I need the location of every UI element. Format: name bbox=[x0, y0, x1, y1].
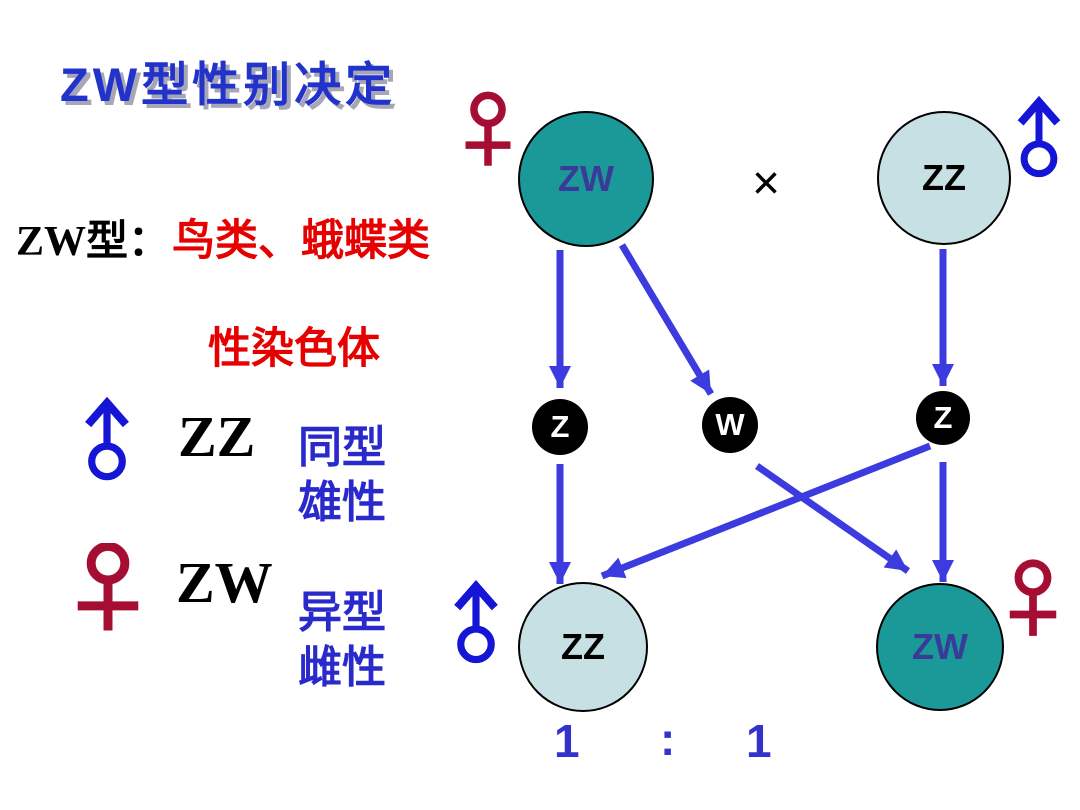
male-trait-line1: 同型 bbox=[298, 423, 386, 472]
zw-type-line: ZW型： 鸟类、蛾蝶类 bbox=[16, 206, 430, 268]
offspring-right-female-icon bbox=[1002, 556, 1064, 644]
ratio-separator: : bbox=[660, 713, 676, 765]
gamete-z2-label: Z bbox=[933, 400, 953, 435]
cross-symbol: × bbox=[752, 157, 781, 210]
father-male-icon bbox=[1012, 94, 1066, 178]
arrow-gamete-w-to-offspring-zw bbox=[755, 463, 910, 574]
zw-type-species: 鸟类、蛾蝶类 bbox=[172, 218, 431, 265]
arrow-mother-to-gamete-w bbox=[618, 243, 715, 396]
female-traits: 异型 雌性 bbox=[298, 585, 386, 695]
offspring-left-circle: ZZ bbox=[518, 582, 648, 712]
zw-type-label: ZW型： bbox=[16, 219, 171, 265]
offspring-right-circle: ZW bbox=[876, 583, 1004, 711]
gamete-z-from-mother: Z bbox=[532, 399, 588, 455]
male-trait-line2: 雄性 bbox=[298, 478, 386, 527]
offspring-left-genotype-label: ZZ bbox=[561, 626, 605, 667]
arrow-father-gamete-z-to-offspring-zz bbox=[600, 442, 932, 580]
sex-chromosome-label: 性染色体 bbox=[208, 326, 380, 373]
offspring-right-genotype-label: ZW bbox=[912, 626, 968, 667]
page-title: ZW型性别决定 bbox=[60, 58, 397, 111]
gamete-z-from-father: Z bbox=[916, 391, 970, 445]
offspring-left-male-icon bbox=[448, 578, 504, 664]
male-genotype-label: ZZ bbox=[178, 404, 256, 469]
mother-female-icon bbox=[458, 86, 518, 176]
ratio-right-value: 1 bbox=[746, 715, 772, 767]
female-genotype-label: ZW bbox=[176, 550, 273, 615]
ratio-left-value: 1 bbox=[554, 715, 580, 767]
female-symbol-icon bbox=[72, 543, 144, 635]
male-traits: 同型 雄性 bbox=[298, 420, 386, 530]
father-genotype-label: ZZ bbox=[922, 157, 966, 198]
father-circle: ZZ bbox=[877, 111, 1011, 245]
gamete-w-from-mother: W bbox=[702, 397, 758, 453]
female-trait-line2: 雌性 bbox=[298, 643, 386, 692]
gamete-w-label: W bbox=[715, 407, 745, 442]
male-symbol-icon bbox=[80, 394, 134, 482]
female-trait-line1: 异型 bbox=[298, 588, 386, 637]
gamete-z1-label: Z bbox=[550, 409, 570, 444]
mother-genotype-label: ZW bbox=[558, 158, 614, 199]
mother-circle: ZW bbox=[518, 111, 654, 247]
